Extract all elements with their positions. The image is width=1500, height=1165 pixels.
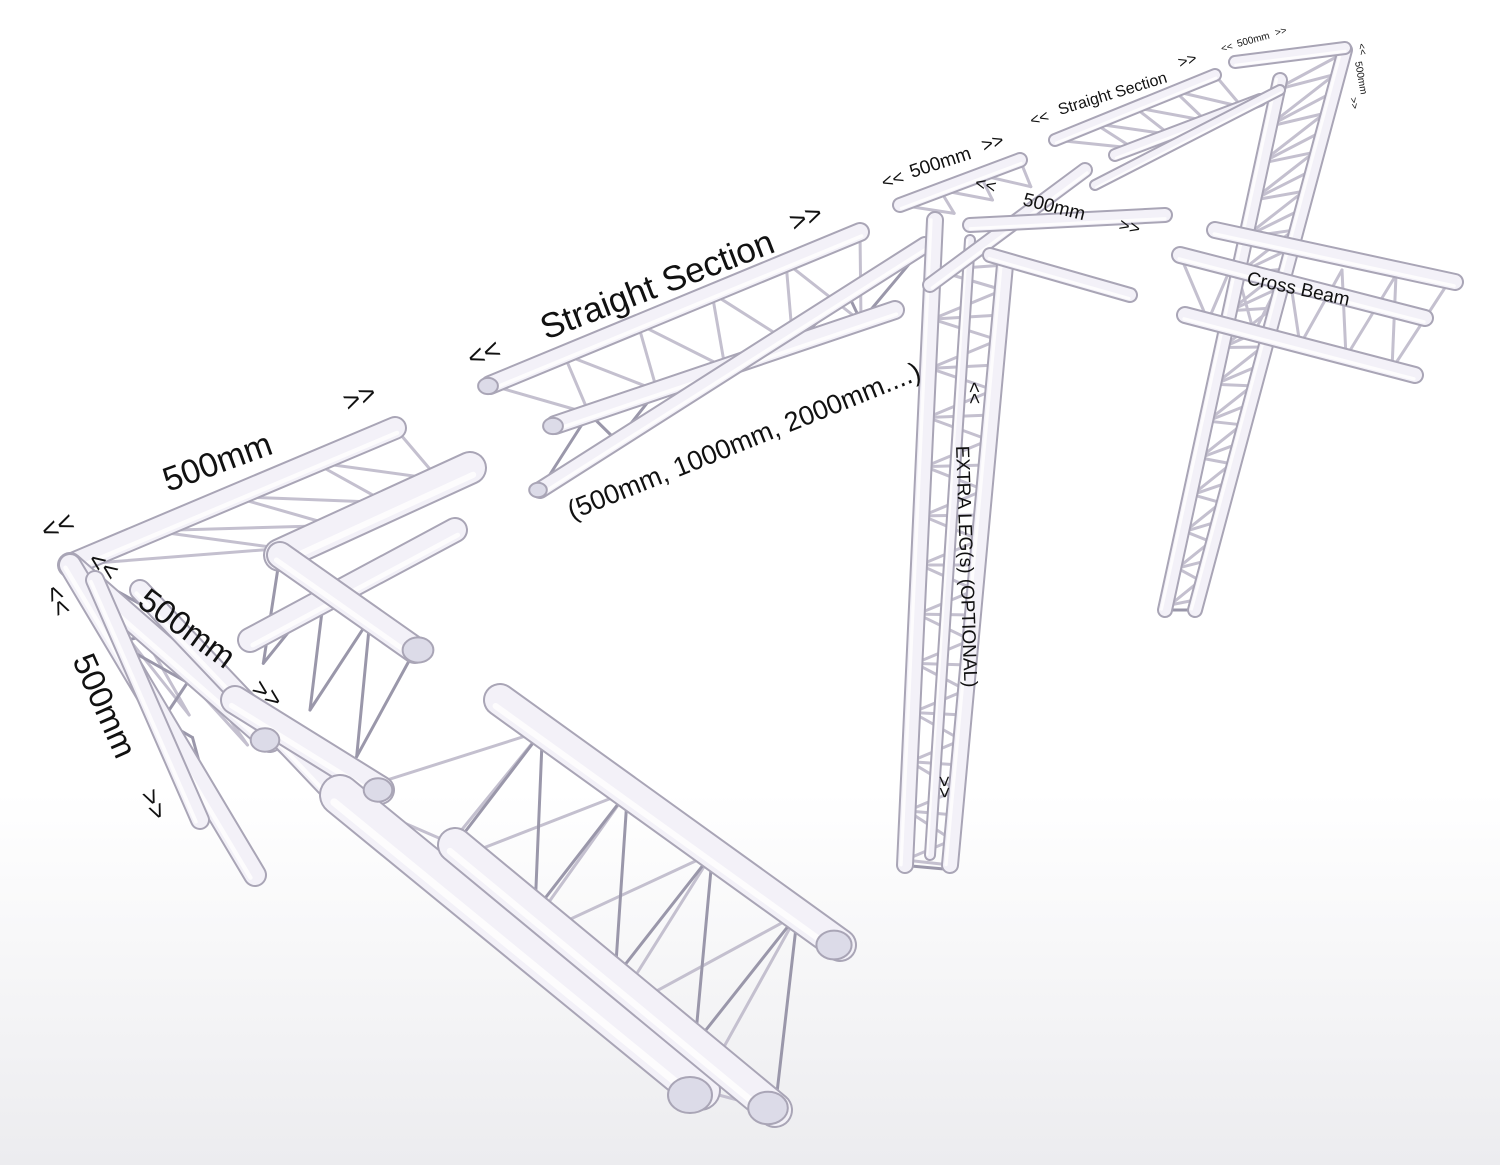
mid-upper-brace-2b <box>710 291 727 369</box>
mid-low-cap <box>528 481 548 499</box>
far-top-chord <box>1230 43 1350 67</box>
front-chord-top-highlight <box>492 703 839 955</box>
tjoint-top-chord <box>894 154 1026 211</box>
front-chord-top <box>485 685 855 960</box>
tjoint-arm-upper-highlight <box>968 217 1167 230</box>
front-lower-brace-3a <box>693 912 799 1046</box>
far-top-chord-highlight <box>1234 49 1347 67</box>
tower-left-leg-c <box>926 236 974 859</box>
mid-chord-low <box>533 238 932 497</box>
front-lower-brace-0b <box>533 729 544 913</box>
front-chord-left-highlight <box>330 798 698 1101</box>
corner-side-chord-highlight <box>280 471 477 565</box>
cross-beam-top <box>1208 223 1462 289</box>
mid-near-cap <box>542 416 564 436</box>
corner-inner-brace-2b <box>355 648 417 759</box>
cross-beam-low <box>1178 308 1422 382</box>
mid-upper-brace-4a <box>784 261 863 323</box>
far-straight-back-highlight <box>1095 91 1283 189</box>
front-lower-brace-1a <box>533 790 629 913</box>
mid-upper-brace-1b <box>636 322 659 392</box>
corner-vert-chord-b-highlight <box>89 579 198 824</box>
mid-chord-top-highlight <box>489 234 864 391</box>
cross-beam-low-highlight <box>1182 317 1416 381</box>
extra-legs-arrow-right: >> <box>933 776 954 799</box>
corner-lower-cap <box>362 777 394 803</box>
corner-lower-chord <box>222 687 393 803</box>
corner-inner-brace-1b <box>308 616 372 712</box>
corner-side-chord <box>265 453 485 570</box>
tjoint-arrow-right: >> <box>1117 214 1142 238</box>
far-straight-arrow-right: >> <box>1176 50 1199 72</box>
tjoint-arm-lower <box>984 249 1136 301</box>
mid-chord-top <box>482 224 868 393</box>
corner-diag-cap <box>249 727 281 753</box>
far-straight-top <box>1050 70 1220 145</box>
tower-left-leg-c-highlight <box>926 238 969 856</box>
tower-left-leg-a <box>898 213 942 872</box>
corner-vert-chord-b <box>87 572 208 828</box>
corner-side-down-highlight <box>273 557 414 658</box>
tjoint-arm-lower-highlight <box>987 256 1131 300</box>
far-top-arrow-left: << <box>1220 41 1234 55</box>
mid-chord-low-highlight <box>540 246 929 495</box>
corner-side-down <box>268 543 427 662</box>
corner-mid-chord <box>239 519 466 651</box>
front-lower-brace-3b <box>773 912 799 1112</box>
corner-top-chord <box>60 418 405 575</box>
tower-left-leg-b <box>943 258 1012 872</box>
cross-beam-mid <box>1173 248 1432 325</box>
mid-upper-brace-2a <box>636 322 727 369</box>
front-lower-brace-2a <box>613 851 714 979</box>
mid-upper-brace-0b <box>562 352 591 415</box>
front-chord-left <box>321 776 719 1109</box>
tower-right-leg-a <box>1159 74 1286 616</box>
front-right-cap <box>747 1090 789 1126</box>
cross-beam-brace-0a <box>1178 253 1210 323</box>
cross-beam-brace-3a <box>1340 268 1348 359</box>
far-straight-arrow-left: << <box>1028 108 1051 130</box>
corner-inner-brace-2a <box>355 616 372 759</box>
far-side-arrow-right: >> <box>1347 97 1360 111</box>
front-chord-right <box>439 829 791 1126</box>
tower-left-leg-a-highlight <box>899 218 933 867</box>
far-top-arrow-right: >> <box>1274 25 1288 39</box>
front-lower-brace-2b <box>693 851 714 1046</box>
front-left-cap <box>667 1076 713 1114</box>
mid-upper-brace-1a <box>562 352 659 392</box>
far-straight-top-highlight <box>1054 76 1218 145</box>
tube-end-caps <box>249 376 853 1126</box>
tower-left-leg-b-highlight <box>944 263 1003 867</box>
front-top-cap <box>815 929 853 961</box>
cross-beam-brace-2b <box>1298 268 1344 347</box>
mid-top-cap <box>477 376 499 396</box>
cross-beam-brace-3b <box>1344 273 1398 359</box>
truss-tubes <box>57 41 1464 1128</box>
corner-top-chord-highlight <box>69 430 400 573</box>
extra-legs-arrow-left: << <box>963 382 984 405</box>
far-straight-back <box>1091 86 1284 189</box>
front-chord-right-highlight <box>446 847 774 1120</box>
front-lower-brace-1b <box>613 790 629 979</box>
cross-beam-top-highlight <box>1212 232 1456 288</box>
tjoint-arm-upper <box>964 209 1171 231</box>
corner-side-cap <box>401 636 435 664</box>
tjoint-top-chord-highlight <box>899 161 1023 210</box>
tower-right-leg-a-highlight <box>1160 77 1279 611</box>
cross-beam-brace-4a <box>1390 273 1398 371</box>
far-side-arrow-left: << <box>1355 43 1368 57</box>
tjoint-arrow-left: << <box>973 172 998 196</box>
cross-beam-mid-highlight <box>1177 257 1426 324</box>
front-lower-brace-0a <box>453 729 544 847</box>
corner-mid-chord-highlight <box>250 532 461 648</box>
